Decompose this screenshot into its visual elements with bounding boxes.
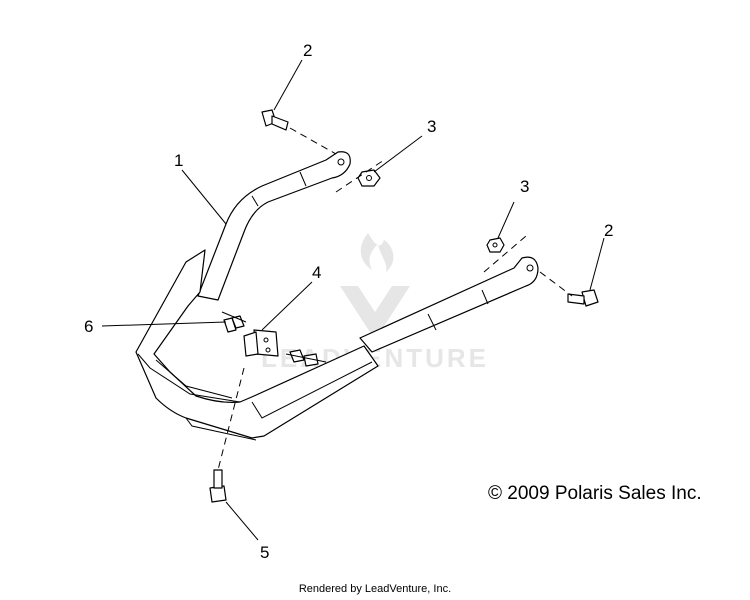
nut-upper-part bbox=[357, 169, 381, 187]
bolt-bottom-part bbox=[209, 469, 227, 503]
callout-4: 4 bbox=[312, 263, 321, 282]
callout-2-right: 2 bbox=[604, 221, 613, 240]
callout-6: 6 bbox=[84, 317, 93, 336]
front-bumper-part bbox=[135, 151, 539, 441]
assembly-guides bbox=[217, 127, 573, 471]
footer-credit: Rendered by LeadVenture, Inc. bbox=[298, 583, 452, 595]
bolt-right-part bbox=[567, 289, 599, 307]
bolt-upper-part bbox=[261, 109, 289, 131]
callout-1: 1 bbox=[174, 151, 183, 170]
hinge-pin-part bbox=[221, 311, 247, 333]
callout-2-upper: 2 bbox=[303, 41, 312, 60]
nut-right-part bbox=[486, 237, 505, 253]
hinge-bracket-part bbox=[243, 329, 327, 367]
callout-leaders bbox=[101, 59, 605, 541]
callout-3-upper: 3 bbox=[427, 117, 436, 136]
callout-5: 5 bbox=[260, 543, 269, 562]
callout-3-right: 3 bbox=[520, 177, 529, 196]
copyright-notice: © 2009 Polaris Sales Inc. bbox=[488, 483, 702, 504]
